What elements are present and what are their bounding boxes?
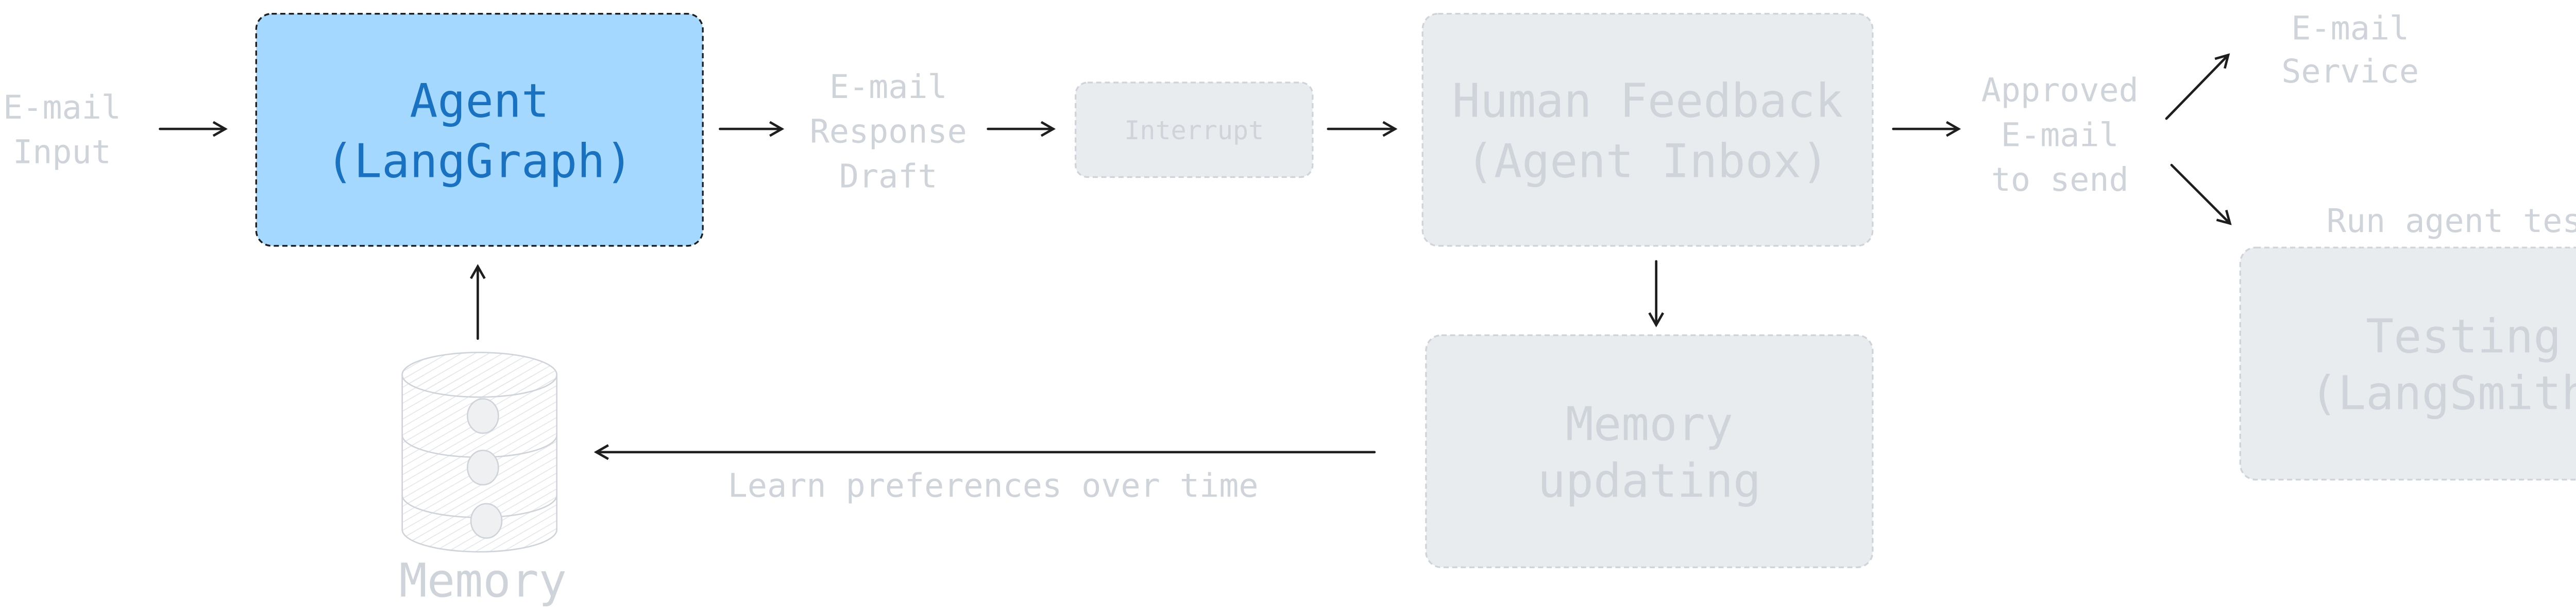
email-service-label: E-mail Service bbox=[2281, 9, 2419, 90]
memory-updating-node[interactable]: Memory updating bbox=[1425, 334, 1874, 568]
run-agent-tests-label: Run agent tests bbox=[2327, 202, 2576, 240]
email-input-label: E-mail Input bbox=[3, 88, 121, 171]
svg-text:Response: Response bbox=[810, 112, 967, 151]
database-icon bbox=[401, 352, 558, 553]
arrow-to-email-service bbox=[2165, 53, 2230, 120]
svg-text:Memory: Memory bbox=[1566, 398, 1733, 452]
human-feedback-node[interactable]: Human Feedback (Agent Inbox) bbox=[1421, 13, 1874, 247]
agent-node[interactable]: Agent (LangGraph) bbox=[255, 13, 704, 247]
svg-text:(LangSmith): (LangSmith) bbox=[2310, 367, 2576, 421]
testing-node[interactable]: Testing (LangSmith) bbox=[2239, 246, 2576, 481]
svg-text:(LangGraph): (LangGraph) bbox=[326, 134, 633, 188]
interrupt-node[interactable]: Interrupt bbox=[1075, 81, 1314, 178]
arrow-to-testing bbox=[2170, 163, 2232, 225]
svg-text:Approved: Approved bbox=[1981, 71, 2139, 109]
svg-text:(Agent Inbox): (Agent Inbox) bbox=[1466, 134, 1829, 188]
svg-text:Interrupt: Interrupt bbox=[1124, 115, 1264, 145]
svg-text:E-mail: E-mail bbox=[829, 68, 947, 106]
svg-text:Service: Service bbox=[2281, 52, 2419, 90]
memory-label: Memory bbox=[399, 554, 567, 608]
response-draft-label: E-mail Response Draft bbox=[810, 68, 967, 195]
learn-preferences-label: Learn preferences over time bbox=[728, 467, 1259, 505]
svg-text:Input: Input bbox=[13, 133, 111, 171]
svg-text:Agent: Agent bbox=[410, 74, 549, 128]
svg-text:Draft: Draft bbox=[839, 157, 938, 195]
svg-text:Testing: Testing bbox=[2366, 310, 2561, 364]
svg-text:to send: to send bbox=[1991, 160, 2129, 199]
svg-text:Human Feedback: Human Feedback bbox=[1452, 74, 1843, 128]
svg-text:E-mail: E-mail bbox=[2001, 115, 2119, 154]
approved-email-label: Approved E-mail to send bbox=[1981, 71, 2139, 199]
svg-text:updating: updating bbox=[1538, 454, 1761, 508]
svg-text:E-mail: E-mail bbox=[3, 88, 121, 126]
svg-text:E-mail: E-mail bbox=[2291, 9, 2409, 47]
